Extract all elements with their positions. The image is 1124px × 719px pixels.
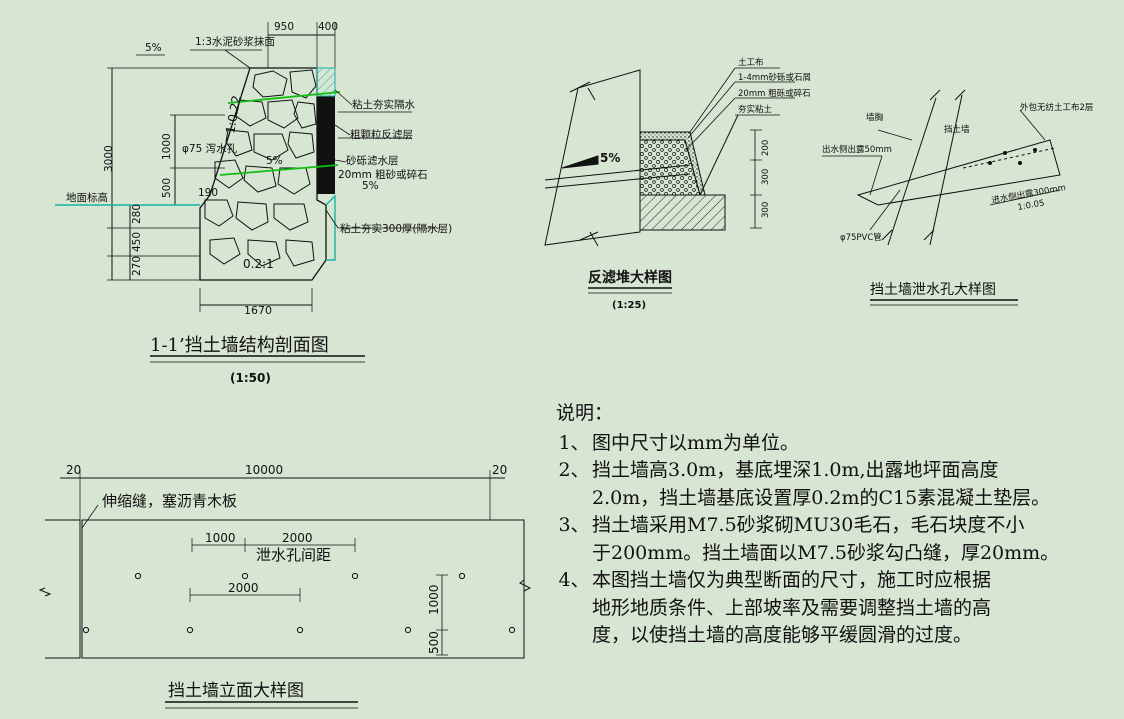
filter-dim-200: 200 xyxy=(761,140,771,156)
elevation-dim-20b: 20 xyxy=(492,463,507,477)
section-mortar-label: 1:3水泥砂浆抹面 xyxy=(195,35,275,48)
filter-scale: (1:25) xyxy=(612,300,646,311)
elevation-dim-20a: 20 xyxy=(66,463,81,477)
drain-retain-label: 挡土墙 xyxy=(944,124,970,135)
section-slope-mid: 5% xyxy=(362,180,379,192)
section-dim-450: 450 xyxy=(131,232,143,252)
section-dim-400: 400 xyxy=(318,21,338,33)
note-line: 地形地质条件、上部坡率及需要调整挡土墙的高 xyxy=(592,596,992,619)
notes-title: 说明： xyxy=(556,402,614,424)
section-labels: 5% 1:3水泥砂浆抹面 950 400 粘土夯实隔水 粗颗粒反滤层 砂砾滤水层… xyxy=(66,21,452,385)
section-clay-bottom: 粘土夯实300厚(隔水层) xyxy=(340,222,452,235)
note-line: 1、图中尺寸以mm为单位。 xyxy=(558,431,800,454)
section-dim-1000: 1000 xyxy=(161,133,173,160)
filter-dim-300a: 300 xyxy=(761,169,771,185)
section-title: 1-1’挡土墙结构剖面图 xyxy=(150,335,329,356)
elevation-dim-1000: 1000 xyxy=(205,531,236,545)
drain-labels: 墙胸 挡土墙 外包无纺土工布2层 出水侧出露50mm 进水侧出露300mm 1:… xyxy=(822,102,1093,298)
section-base-ratio: 0.2:1 xyxy=(243,257,274,271)
section-dim-1670: 1670 xyxy=(244,304,272,317)
drain-geo-label: 外包无纺土工布2层 xyxy=(1020,102,1093,113)
section-gravel2-label: 20mm 粗砂或碎石 xyxy=(338,168,428,181)
elevation-dim-2000b: 2000 xyxy=(228,581,259,595)
elevation-vdim-500: 500 xyxy=(427,631,441,654)
drain-view xyxy=(822,89,1061,306)
section-view xyxy=(55,22,440,363)
filter-clay-label: 夯实粘土 xyxy=(738,104,773,115)
elevation-spacing-label: 泄水孔间距 xyxy=(256,546,331,564)
elevation-dim-10000: 10000 xyxy=(245,463,283,477)
section-ground-label: 地面标高 xyxy=(66,191,108,204)
elevation-title: 挡土墙立面大样图 xyxy=(168,681,304,701)
section-filter-label: 粗颗粒反滤层 xyxy=(350,128,413,141)
filter-dim-300b: 300 xyxy=(761,202,771,218)
filter-view xyxy=(544,67,795,294)
note-line: 度，以使挡土墙的高度能够平缓圆滑的过度。 xyxy=(592,624,973,646)
drain-pipe-label: φ75PVC管 xyxy=(840,232,882,243)
elevation-joint-label: 伸缩缝，塞沥青木板 xyxy=(102,492,237,510)
note-line: 于200mm。挡土墙面以M7.5砂浆勾凸缝，厚20mm。 xyxy=(592,541,1060,564)
section-dim-280: 280 xyxy=(131,204,143,224)
note-line: 2.0m，挡土墙基底设置厚0.2m的C15素混凝土垫层。 xyxy=(592,486,1051,509)
elevation-dim-2000a: 2000 xyxy=(282,531,313,545)
drain-slope-label: 1:0.05 xyxy=(1017,198,1046,213)
elevation-vdim-1000: 1000 xyxy=(427,584,441,615)
section-dim-270: 270 xyxy=(131,256,143,276)
section-dim-3000: 3000 xyxy=(103,145,115,172)
section-scale: (1:50) xyxy=(230,371,271,385)
filter-layer2-label: 20mm 粗砾或碎石 xyxy=(738,88,811,99)
section-gravel-label: 砂砾滤水层 xyxy=(346,154,399,167)
drain-wall-label: 墙胸 xyxy=(866,112,884,123)
section-drain-label: φ75 泻水孔 xyxy=(182,142,238,155)
section-dim-190: 190 xyxy=(198,187,218,199)
filter-layer1-label: 1-4mm砂砾或石屑 xyxy=(738,72,811,83)
filter-labels: 土工布 1-4mm砂砾或石屑 20mm 粗砾或碎石 夯实粘土 5% 200 30… xyxy=(588,57,811,311)
filter-title: 反滤堆大样图 xyxy=(588,269,672,286)
note-line: 3、挡土墙采用M7.5砂浆砌MU30毛石，毛石块度不小 xyxy=(558,514,1025,536)
notes-block: 说明： 1、图中尺寸以mm为单位。 2、挡土墙高3.0m，基底埋深1.0m,出露… xyxy=(556,400,1116,650)
section-dim-500: 500 xyxy=(161,178,173,198)
elevation-view xyxy=(38,470,532,709)
section-slope-ratio: 1:0.22 xyxy=(223,94,243,134)
drain-title: 挡土墙泄水孔大样图 xyxy=(870,282,996,298)
note-line: 2、挡土墙高3.0m，基底埋深1.0m,出露地坪面高度 xyxy=(558,459,999,481)
section-slope-top: 5% xyxy=(145,42,162,54)
section-clay-top: 粘土夯实隔水 xyxy=(352,98,415,111)
filter-slope-label: 5% xyxy=(600,151,620,165)
note-line: 4、本图挡土墙仅为典型断面的尺寸，施工时应根据 xyxy=(558,569,992,591)
section-slope-inner: 5% xyxy=(266,155,283,167)
drain-outlet-label: 出水侧出露50mm xyxy=(822,144,892,155)
section-dim-950: 950 xyxy=(274,21,294,33)
elevation-labels: 20 10000 20 伸缩缝，塞沥青木板 1000 2000 泄水孔间距 20… xyxy=(66,463,507,701)
filter-cloth-label: 土工布 xyxy=(738,57,764,68)
